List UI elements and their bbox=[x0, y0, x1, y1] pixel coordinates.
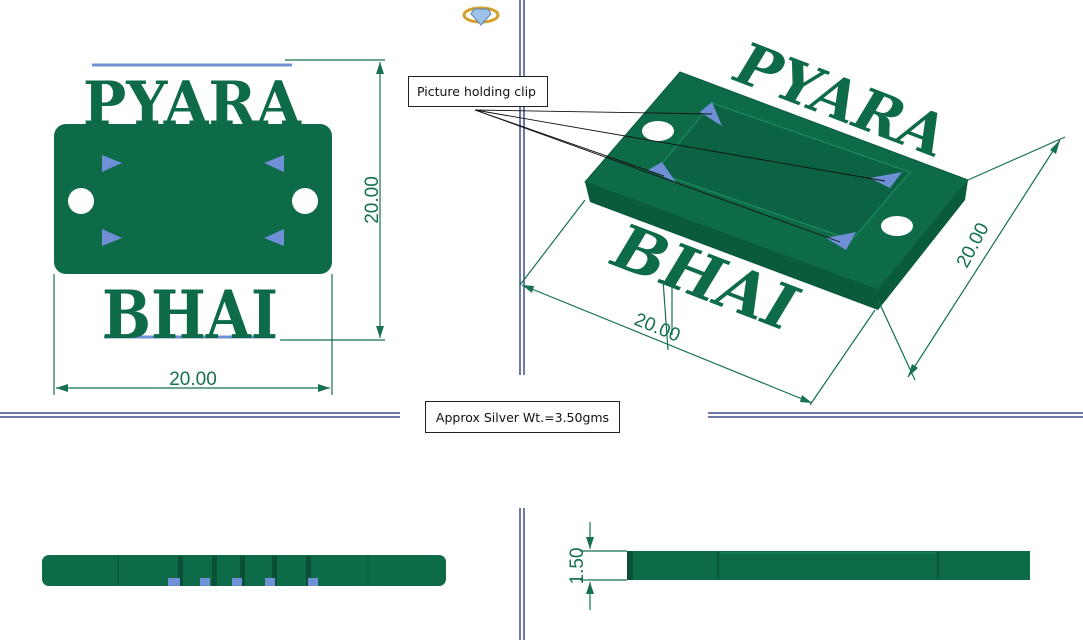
front-height-dimension bbox=[280, 59, 385, 341]
front-width-dimension bbox=[53, 274, 333, 395]
isometric-view: PYARA BHAI 20.00 20.00 bbox=[474, 30, 1066, 406]
iso-hole-right bbox=[881, 216, 913, 236]
side-thickness-dimension bbox=[580, 522, 627, 610]
front-hole-left bbox=[68, 188, 94, 214]
iso-recess bbox=[653, 102, 912, 241]
front-hole-right bbox=[292, 188, 318, 214]
front-clip-bottom-left bbox=[102, 229, 122, 246]
side-thickness-label: 1.50 bbox=[567, 548, 588, 585]
iso-hole-left bbox=[642, 121, 674, 141]
diamond-ring-logo-icon bbox=[462, 6, 500, 26]
front-clip-top-right bbox=[264, 155, 284, 172]
front-bottom-word: BHAI bbox=[102, 276, 278, 354]
iso-clip-2 bbox=[648, 162, 676, 182]
iso-height-dimension bbox=[877, 136, 1066, 381]
picture-clip-callout: Picture holding clip bbox=[408, 76, 548, 107]
callout-leaders bbox=[474, 109, 886, 243]
front-height-label: 20.00 bbox=[362, 176, 383, 224]
front-view: PYARA BHAI 20.00 20.00 bbox=[53, 59, 385, 395]
front-clip-bottom-right bbox=[264, 229, 284, 246]
silver-weight-note: Approx Silver Wt.=3.50gms bbox=[425, 401, 620, 433]
front-plate bbox=[54, 124, 332, 274]
front-top-word: PYARA bbox=[83, 69, 302, 139]
front-clip-top-left bbox=[102, 155, 122, 172]
side-view-right: 1.50 bbox=[567, 522, 1030, 610]
side-right-body bbox=[627, 551, 1030, 580]
front-width-label: 20.00 bbox=[169, 369, 217, 390]
iso-height-label: 20.00 bbox=[953, 219, 994, 271]
iso-clip-4 bbox=[826, 232, 856, 250]
iso-width-dimension bbox=[519, 199, 876, 406]
iso-width-label: 20.00 bbox=[631, 309, 683, 346]
side-view-left bbox=[42, 555, 446, 586]
iso-clip-3 bbox=[870, 172, 902, 188]
